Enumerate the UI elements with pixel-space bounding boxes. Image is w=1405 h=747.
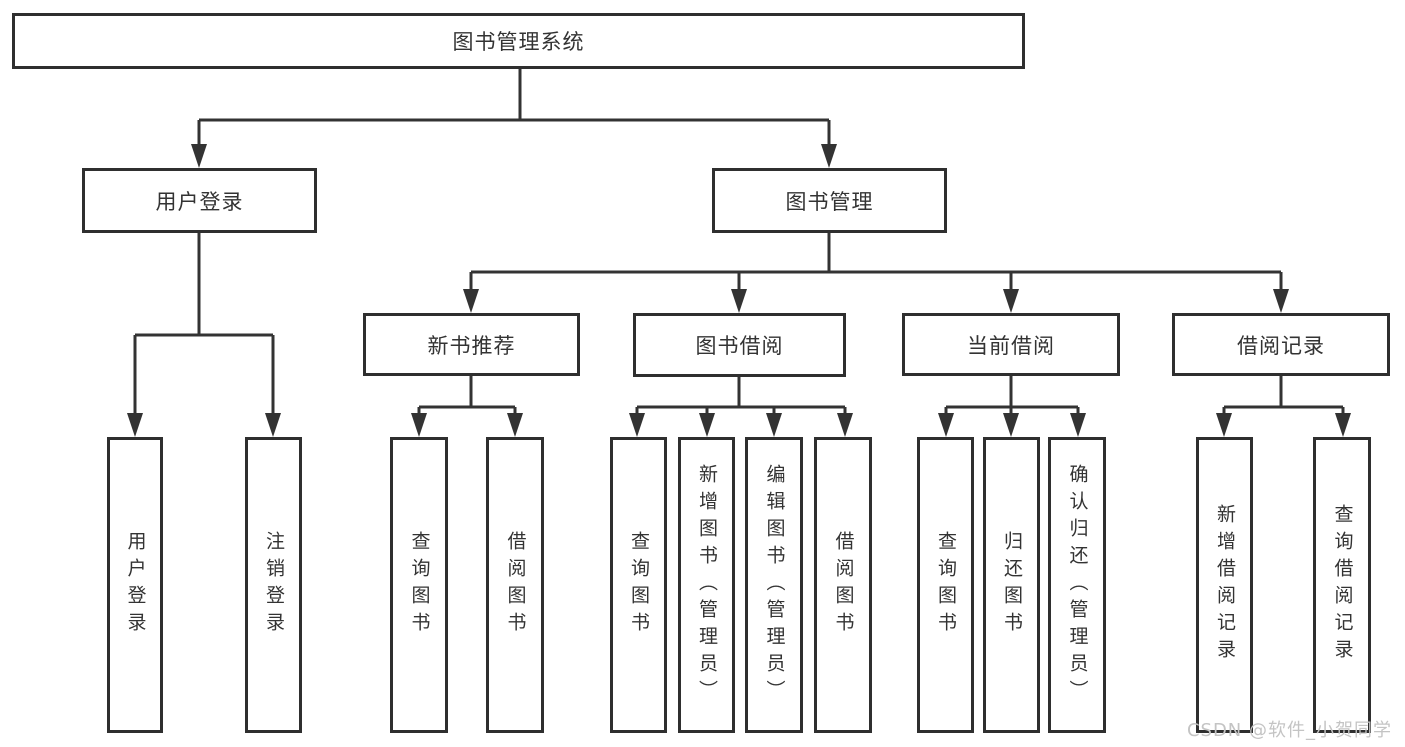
node-book-borrow: 图书借阅 [633,313,846,377]
node-current-borrow: 当前借阅 [902,313,1120,376]
leaf-add-book-admin: 新增图书（管理员） [678,437,735,733]
node-borrow-records: 借阅记录 [1172,313,1390,376]
csdn-watermark: CSDN @软件_小贺同学 [1186,720,1392,741]
leaf-borrow-books-recommend: 借阅图书 [486,437,544,733]
leaf-query-books-recommend: 查询图书 [390,437,448,733]
leaf-confirm-return-admin: 确认归还（管理员） [1048,437,1106,733]
leaf-query-books-current: 查询图书 [917,437,974,733]
node-user-login: 用户登录 [82,168,317,233]
leaf-borrow-books: 借阅图书 [814,437,872,733]
node-book-management: 图书管理 [712,168,947,233]
leaf-edit-book-admin: 编辑图书（管理员） [745,437,803,733]
leaf-return-book: 归还图书 [983,437,1040,733]
leaf-user-login: 用户登录 [107,437,163,733]
node-new-book-recommend: 新书推荐 [363,313,580,376]
leaf-query-borrow-record: 查询借阅记录 [1313,437,1371,733]
leaf-logout: 注销登录 [245,437,302,733]
leaf-add-borrow-record: 新增借阅记录 [1196,437,1253,733]
node-library-management-system: 图书管理系统 [12,13,1025,69]
leaf-query-books-borrow: 查询图书 [610,437,667,733]
